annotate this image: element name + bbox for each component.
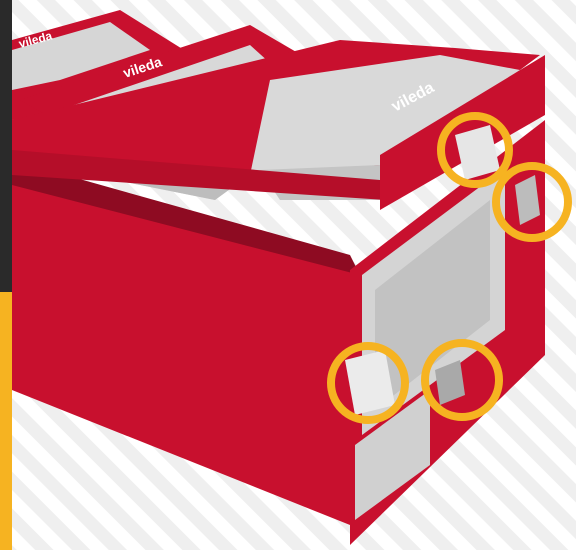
back-box-inner [12, 22, 150, 90]
front-box-inner-cavity [250, 55, 520, 175]
front-box-end-lower-window [355, 390, 430, 520]
highlight-ring-top-side [492, 162, 572, 242]
highlight-ring-bottom-front [327, 342, 409, 424]
highlight-ring-top-front [437, 112, 513, 188]
tab-bottom-side [435, 360, 465, 405]
front-box-end-rim [380, 55, 545, 210]
tab-bottom-front [345, 350, 395, 415]
highlight-ring-bottom-side [421, 339, 503, 421]
tab-top-front [455, 125, 500, 180]
left-accent-bar-dark [0, 0, 12, 292]
left-accent-bar-yellow [0, 292, 12, 550]
front-box-left-top-edge [12, 160, 360, 275]
tab-top-side [515, 175, 540, 225]
front-box-end-window-inner [375, 200, 490, 410]
front-box-left-face [12, 170, 350, 525]
